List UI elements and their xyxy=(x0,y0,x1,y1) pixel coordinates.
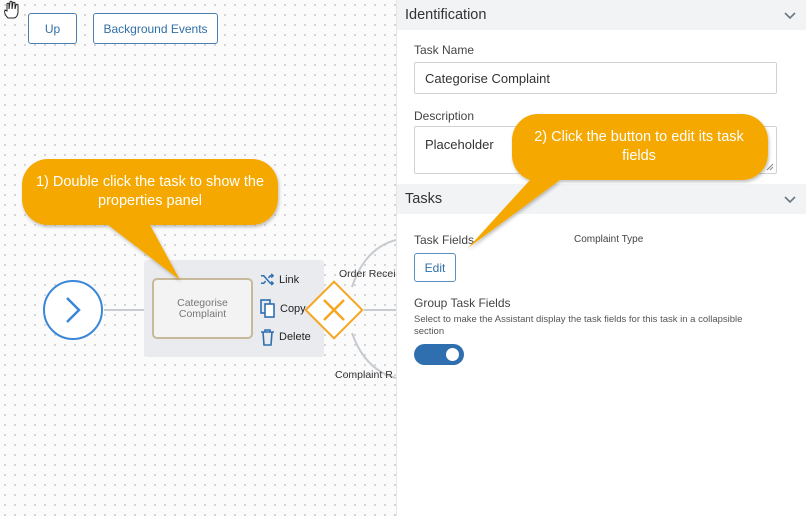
copy-action[interactable]: Copy xyxy=(260,299,306,319)
task-name-input[interactable]: Categorise Complaint xyxy=(414,62,777,94)
task-fields-label: Task Fields xyxy=(414,233,475,247)
task-categorise-complaint[interactable]: Categorise Complaint xyxy=(152,278,253,339)
background-events-button[interactable]: Background Events xyxy=(93,13,218,44)
tasks-title: Tasks xyxy=(405,191,443,207)
process-canvas[interactable]: Up Background Events Categorise Complain… xyxy=(0,0,396,516)
callout-step2-text: 2) Click the button to edit its task fie… xyxy=(534,129,744,164)
resize-grip-icon[interactable] xyxy=(766,163,774,171)
group-task-fields-label: Group Task Fields xyxy=(414,296,511,310)
description-label: Description xyxy=(414,109,475,123)
task-fields-value: Complaint Type xyxy=(574,234,644,245)
description-value: Placeholder xyxy=(425,137,494,152)
start-event[interactable] xyxy=(43,280,103,340)
up-button[interactable]: Up xyxy=(28,13,77,44)
edit-task-fields-button[interactable]: Edit xyxy=(414,253,456,282)
link-label: Link xyxy=(279,273,300,286)
delete-action[interactable]: Delete xyxy=(260,328,311,346)
group-task-fields-help: Select to make the Assistant display the… xyxy=(414,314,743,337)
flow-label-complaint: Complaint R xyxy=(335,369,393,381)
task-name-label: Task Name xyxy=(414,43,475,57)
copy-icon xyxy=(260,299,275,318)
task-label: Categorise Complaint xyxy=(177,296,228,320)
start-event-arrow-icon xyxy=(66,297,81,323)
callout-step1-text: 1) Double click the task to show the pro… xyxy=(35,174,265,209)
delete-label: Delete xyxy=(279,331,311,343)
link-action[interactable]: Link xyxy=(260,272,299,287)
chevron-down-icon[interactable] xyxy=(783,192,797,206)
group-task-fields-toggle[interactable] xyxy=(414,344,464,365)
flow-label-order: Order Recei xyxy=(339,268,396,280)
identification-title: Identification xyxy=(405,7,487,23)
hand-cursor-icon xyxy=(4,0,19,19)
shuffle-icon xyxy=(260,273,275,286)
tasks-section-header[interactable]: Tasks xyxy=(397,184,806,214)
task-name-value: Categorise Complaint xyxy=(425,70,551,86)
copy-label: Copy xyxy=(280,303,306,315)
sequence-flow-order xyxy=(351,239,396,288)
properties-panel: Identification Task Name Categorise Comp… xyxy=(396,0,806,516)
flow-diagram xyxy=(43,239,396,379)
identification-section-header[interactable]: Identification xyxy=(397,0,806,30)
chevron-down-icon[interactable] xyxy=(783,8,797,22)
toggle-knob xyxy=(446,348,459,361)
trash-icon xyxy=(261,329,274,346)
